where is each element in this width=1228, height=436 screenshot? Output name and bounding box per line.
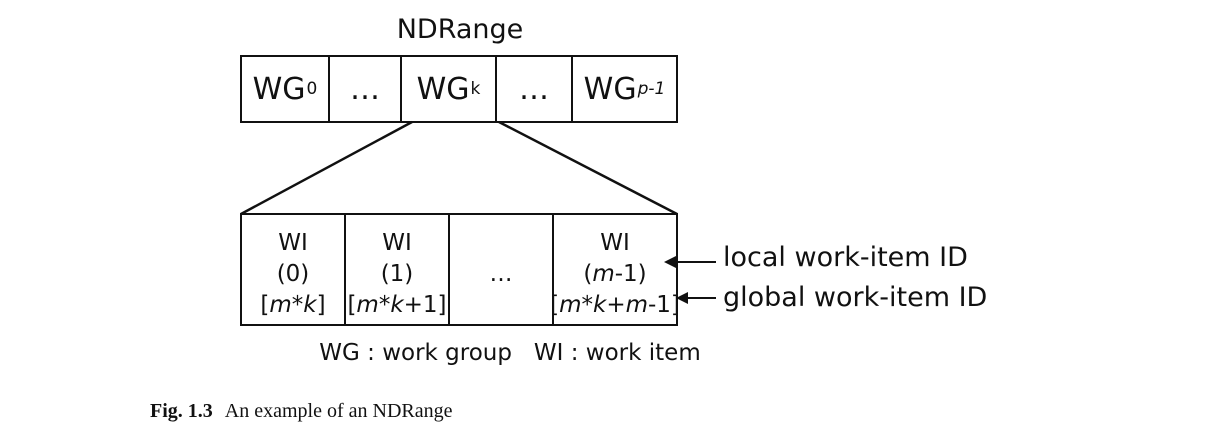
wg-subscript: k (470, 79, 481, 99)
wi-global-id: [m*k+m-1] (550, 291, 680, 318)
ndrange-title: NDRange (396, 14, 524, 45)
wg-label: WG (252, 71, 306, 107)
workitem-cell-0: WI (0) [m*k] (241, 226, 345, 322)
expansion-line-right (498, 120, 678, 216)
local-work-item-id-label: local work-item ID (723, 242, 968, 273)
workgroup-ellipsis-1: … (350, 71, 380, 107)
workitem-cell-1: WI (1) [m*k+1] (345, 226, 449, 322)
wi-name: WI (600, 229, 630, 256)
wi-name: WI (278, 229, 308, 256)
wi-local-id: (m-1) (583, 260, 647, 287)
workgroup-ellipsis-2: … (519, 71, 549, 107)
legend: WG : work group WI : work item (319, 340, 701, 366)
wg-label: WG (583, 71, 637, 107)
wi-global-id: [m*k+1] (347, 291, 447, 318)
workitem-ellipsis: … (489, 260, 513, 287)
expansion-line-left (240, 120, 413, 216)
wg-label: WG (416, 71, 470, 107)
caption-label: Fig. 1.3 (150, 400, 213, 422)
global-id-arrowhead (676, 292, 688, 304)
local-id-arrowhead (664, 256, 676, 268)
wg-subscript: 0 (306, 79, 318, 99)
wi-local-id: (1) (380, 260, 414, 287)
figure-caption: Fig. 1.3 An example of an NDRange (150, 400, 453, 423)
workitem-cell-m-1: WI (m-1) [m*k+m-1] (550, 226, 680, 322)
caption-text: An example of an NDRange (224, 400, 453, 422)
global-work-item-id-label: global work-item ID (723, 282, 988, 313)
wi-name: WI (382, 229, 412, 256)
wi-global-id: [m*k] (260, 291, 326, 318)
wg-subscript: p-1 (637, 79, 666, 99)
workitem-strip-border (240, 213, 678, 326)
workgroup-strip-border (240, 55, 678, 123)
wi-local-id: (0) (276, 260, 310, 287)
